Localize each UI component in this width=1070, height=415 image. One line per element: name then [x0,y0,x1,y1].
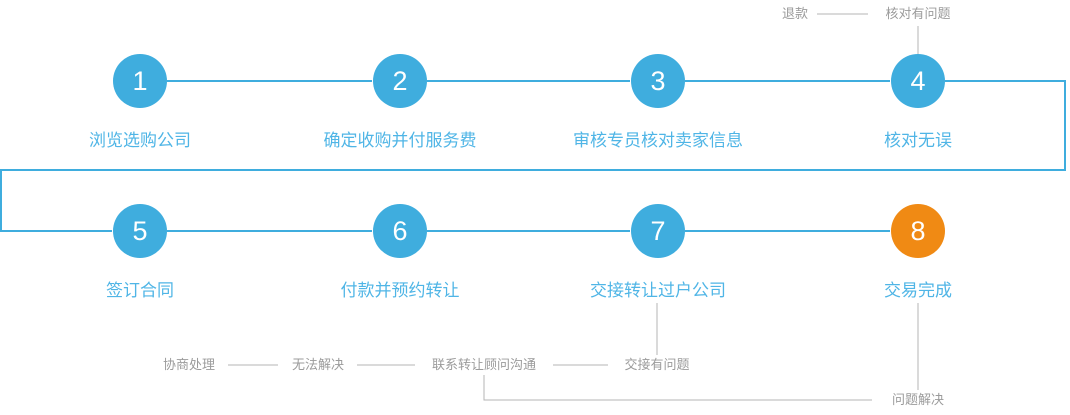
annotation-refund: 退款 [781,6,809,21]
annotation-handover-problem: 交接有问题 [624,357,690,372]
step-label-8: 交易完成 [884,281,952,300]
step-node-2[interactable]: 2 [373,54,427,108]
annotation-problem-resolved: 问题解决 [891,392,945,407]
step-label-4: 核对无误 [884,131,952,150]
step-label-5: 签订合同 [106,281,174,300]
annotation-check-has-problem: 核对有问题 [885,6,951,21]
step-node-8[interactable]: 8 [891,204,945,258]
step-node-4[interactable]: 4 [891,54,945,108]
step-label-1: 浏览选购公司 [89,131,191,150]
step-label-6: 付款并预约转让 [340,281,460,300]
step-node-3[interactable]: 3 [631,54,685,108]
annotation-contact-advisor: 联系转让顾问沟通 [431,357,537,372]
step-node-5[interactable]: 5 [113,204,167,258]
annotation-negotiate: 协商处理 [162,357,216,372]
annotation-cannot-resolve: 无法解决 [291,357,345,372]
step-node-6[interactable]: 6 [373,204,427,258]
wire-contact-to-problem-resolved [483,375,872,401]
step-node-1[interactable]: 1 [113,54,167,108]
step-label-2: 确定收购并付服务费 [323,131,477,150]
step-node-7[interactable]: 7 [631,204,685,258]
step-label-3: 审核专员核对卖家信息 [573,131,743,150]
step-label-7: 交接转让过户公司 [590,281,726,300]
